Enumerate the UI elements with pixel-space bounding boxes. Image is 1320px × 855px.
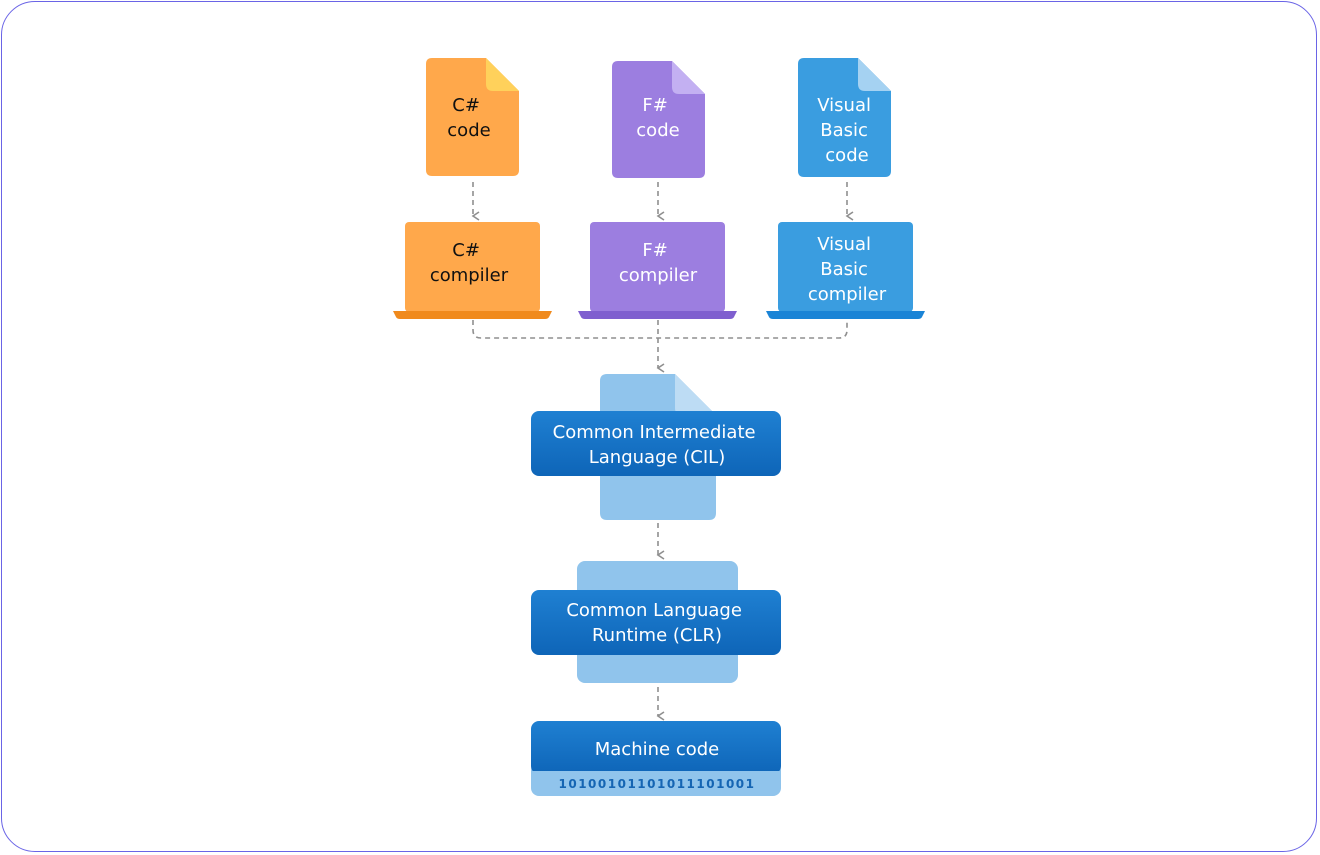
source-label: Visual Basic code (817, 95, 876, 166)
laptop-screen (405, 222, 540, 312)
connectors (471, 182, 854, 721)
laptop-screen (778, 222, 913, 312)
laptop-base (766, 311, 925, 319)
source-doc-csharp: C# code (426, 58, 519, 176)
doc-fold (672, 61, 705, 94)
doc-shape (426, 58, 519, 176)
clr-label: Common Language Runtime (CLR) (566, 600, 747, 646)
compiler-csharp: C# compiler (393, 222, 552, 319)
compiler-label: F# compiler (619, 240, 698, 286)
cil-document-fold (675, 374, 716, 415)
clr-banner (531, 590, 781, 655)
machine-code-block: Machine code 10100101101011101001 (531, 721, 781, 796)
merge-line (472, 320, 848, 339)
cil-label: Common Intermediate Language (CIL) (553, 422, 762, 468)
cil-block: Common Intermediate Language (CIL) (531, 374, 781, 520)
source-label: C# code (447, 95, 490, 141)
source-doc-visual-basic: Visual Basic code (798, 58, 891, 177)
compiler-label: C# compiler (430, 240, 509, 286)
machine-code-binary: 10100101101011101001 (559, 777, 756, 791)
source-doc-fsharp: F# code (612, 61, 705, 178)
doc-fold (858, 58, 891, 91)
machine-code-top (531, 721, 781, 774)
compiler-fsharp: F# compiler (578, 222, 737, 319)
laptop-base (393, 311, 552, 319)
doc-fold (486, 58, 519, 91)
source-label: F# code (636, 95, 679, 141)
laptop-base (578, 311, 737, 319)
machine-code-binary-band (531, 771, 781, 785)
cil-banner (531, 411, 781, 476)
compiler-visual-basic: Visual Basic compiler (766, 222, 925, 319)
compiler-label: Visual Basic compiler (808, 234, 887, 305)
machine-code-label: Machine code (595, 739, 719, 760)
laptop-screen (590, 222, 725, 312)
clr-block: Common Language Runtime (CLR) (531, 561, 781, 683)
